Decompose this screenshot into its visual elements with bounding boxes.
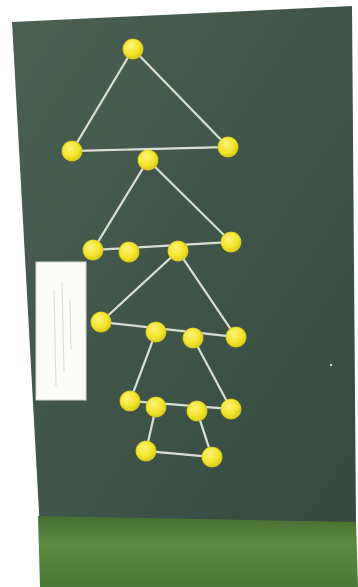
- yellow-dot: [83, 240, 103, 260]
- yellow-dot: [123, 39, 143, 59]
- yellow-dot: [226, 327, 246, 347]
- yellow-dot: [221, 399, 241, 419]
- yellow-dot: [187, 401, 207, 421]
- yellow-dot: [136, 441, 156, 461]
- yellow-dot: [168, 241, 188, 261]
- yellow-dot: [202, 447, 222, 467]
- grass-strip: [38, 516, 358, 587]
- board-speck: [330, 364, 332, 366]
- yellow-dot: [218, 137, 238, 157]
- yellow-dot: [221, 232, 241, 252]
- yellow-dot: [91, 312, 111, 332]
- yellow-dot: [62, 141, 82, 161]
- white-card: [36, 262, 86, 400]
- yellow-dot: [146, 322, 166, 342]
- yellow-dot: [146, 397, 166, 417]
- yellow-dot: [119, 242, 139, 262]
- yellow-dot: [138, 150, 158, 170]
- yellow-dot: [183, 328, 203, 348]
- yellow-dot: [120, 391, 140, 411]
